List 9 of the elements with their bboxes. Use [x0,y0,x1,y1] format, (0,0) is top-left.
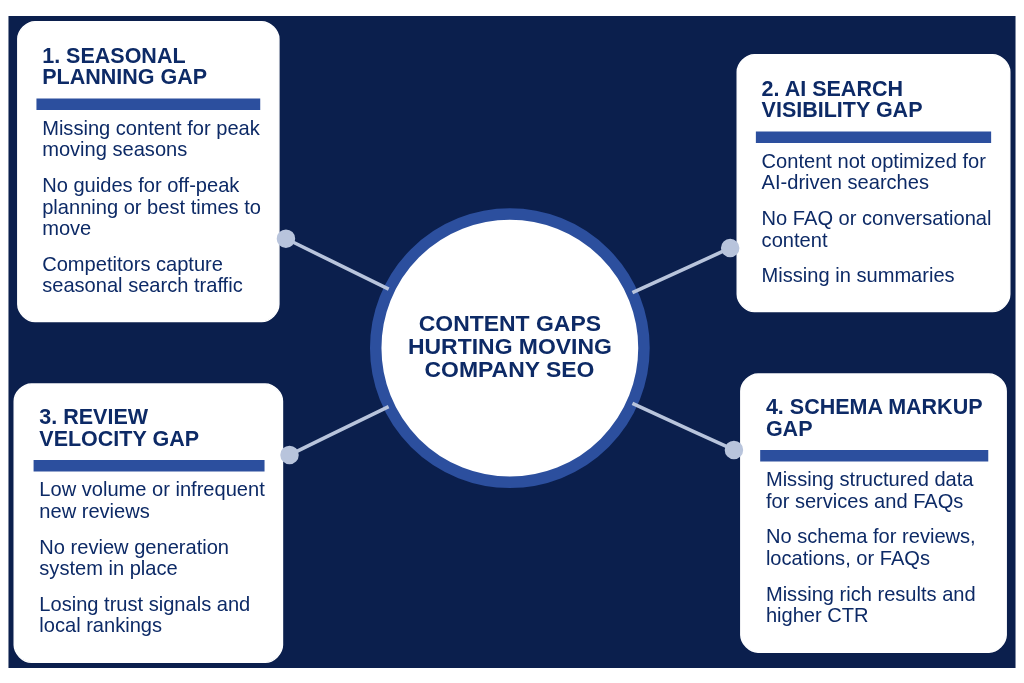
node-box: 3. REVIEW VELOCITY GAP Low volume or infrequent new reviews No review generation system in place Losing trust signals and local rankings [13,382,284,663]
node-circle: CONTENT GAPS HURTING MOVING COMPANY SEO [370,207,650,488]
node-box: 2. AI SEARCH VISIBILITY GAP Content not optimized for AI-driven searches No FAQ or conversational content Missing in summaries [736,53,1011,312]
connector [280,404,390,464]
node-box: 4. SCHEMA MARKUP GAP Missing structured data for services and FAQs No schema for reviews, locations, or FAQs Missing rich results and higher CTR [740,372,1007,653]
connector [631,238,740,294]
node-box: 1. SEASONAL PLANNING GAP Missing content for peak moving seasons No guides for off-peak planning or best times to move Competitors capture seasonal search traffic [17,20,280,322]
connector [276,228,390,291]
connector [631,401,744,459]
